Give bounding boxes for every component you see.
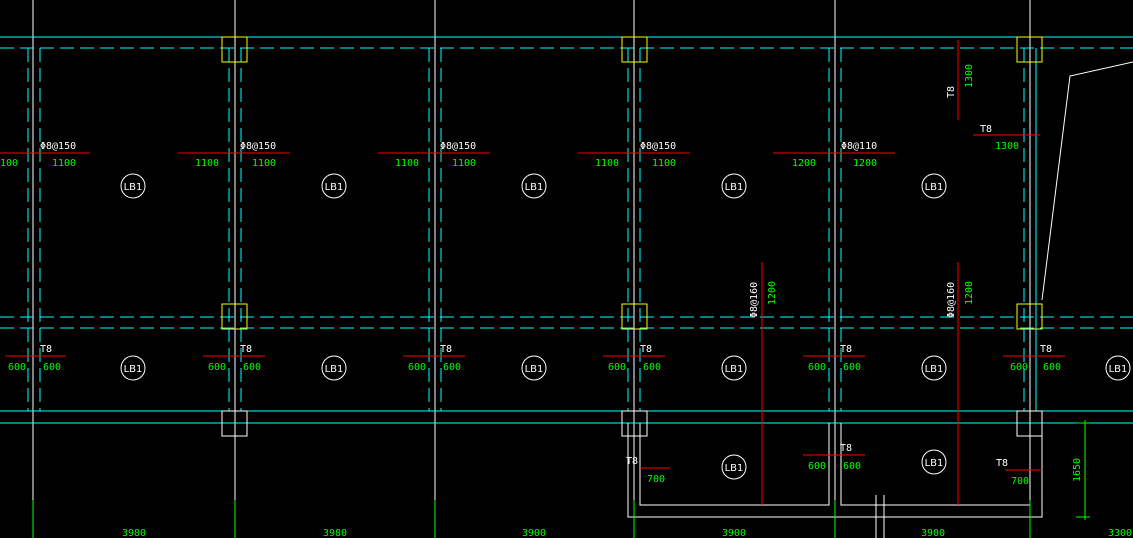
bay-dimension: 3980 (122, 528, 146, 538)
rebar-length: 600 (643, 362, 661, 373)
slab-label: LB1 (325, 182, 344, 193)
slab-label: LB1 (725, 182, 744, 193)
slab-label: LB1 (925, 364, 944, 375)
rebar-length: 1100 (652, 158, 676, 169)
rebar-length: 1100 (52, 158, 76, 169)
slab-label: LB1 (525, 364, 544, 375)
rebar-spec: T8 (840, 344, 852, 355)
rebar-length: 1100 (395, 158, 419, 169)
rebar-spec: T8 (626, 456, 638, 467)
dimension: 1650 (1072, 458, 1083, 482)
slab-label: LB1 (124, 182, 143, 193)
slab-label: LB1 (925, 182, 944, 193)
rebar-length: 600 (808, 461, 826, 472)
rebar-length: 600 (808, 362, 826, 373)
rebar-length: 1300 (964, 64, 975, 88)
rebar-spec: T8 (640, 344, 652, 355)
rebar-length: 600 (8, 362, 26, 373)
rebar-length: 700 (1011, 476, 1029, 487)
slab-label: LB1 (325, 364, 344, 375)
rebar-length: 700 (647, 474, 665, 485)
dim-ticks (32, 500, 1031, 538)
slab-label: LB1 (925, 458, 944, 469)
rebar-spec: T8 (996, 458, 1008, 469)
rebar-length: 600 (208, 362, 226, 373)
rebar-length: 600 (243, 362, 261, 373)
rebar-length: 600 (443, 362, 461, 373)
rebar-spec: Φ8@150 (440, 141, 476, 152)
rebar-length: 600 (843, 461, 861, 472)
bay-dimension: 3900 (722, 528, 746, 538)
rebar-length: 600 (1043, 362, 1061, 373)
columns (221, 36, 1043, 330)
bay-dimension: 3980 (323, 528, 347, 538)
rebar-spec: T8 (40, 344, 52, 355)
columns-lower (221, 410, 1043, 437)
rebar-lines (0, 40, 1065, 505)
rebar-spec: Φ8@160 (946, 282, 957, 318)
rebar-length: 1300 (995, 141, 1019, 152)
slab-label: LB1 (124, 364, 143, 375)
rebar-spec: T8 (1040, 344, 1052, 355)
rebar-length: 1100 (595, 158, 619, 169)
rebar-spec: T8 (440, 344, 452, 355)
slab-label: LB1 (725, 364, 744, 375)
rebar-length: 1200 (853, 158, 877, 169)
rebar-spec-labels: Φ8@150 Φ8@150 Φ8@150 Φ8@150 Φ8@110 T8 T8… (40, 86, 1052, 469)
rebar-spec: T8 (980, 124, 992, 135)
rebar-spec: Φ8@150 (640, 141, 676, 152)
rebar-length: 1100 (252, 158, 276, 169)
rebar-spec: Φ8@160 (749, 282, 760, 318)
rebar-length: 1100 (195, 158, 219, 169)
rebar-spec: Φ8@110 (841, 141, 877, 152)
rebar-length: 100 (0, 158, 18, 169)
bay-dimension: 3900 (921, 528, 945, 538)
slab-label: LB1 (725, 463, 744, 474)
slab-label: LB1 (525, 182, 544, 193)
rebar-spec: Φ8@150 (40, 141, 76, 152)
bay-dimension: 3300 (1108, 528, 1132, 538)
slab-label-circles (120, 173, 1131, 480)
dim-line-1650 (1076, 420, 1090, 520)
rebar-length: 600 (1010, 362, 1028, 373)
rebar-length: 1200 (792, 158, 816, 169)
slab-label: LB1 (1109, 364, 1128, 375)
bay-dimensions: 3980 3980 3900 3900 3900 3300 (122, 528, 1132, 538)
rebar-length: 1100 (452, 158, 476, 169)
rebar-length: 600 (843, 362, 861, 373)
rebar-spec: T8 (946, 86, 957, 98)
rebar-spec: T8 (240, 344, 252, 355)
rebar-length: 600 (43, 362, 61, 373)
rebar-length: 600 (408, 362, 426, 373)
slab-label-texts: LB1 LB1 LB1 LB1 LB1 LB1 LB1 LB1 LB1 LB1 … (124, 182, 1128, 474)
rebar-length: 1200 (964, 281, 975, 305)
rebar-length: 600 (608, 362, 626, 373)
rebar-length-labels: 100 1100 1100 1100 1100 1100 1100 1100 1… (0, 64, 1083, 487)
rebar-length: 1200 (767, 281, 778, 305)
rebar-spec: Φ8@150 (240, 141, 276, 152)
bay-dimension: 3900 (522, 528, 546, 538)
beam-lines (0, 36, 1133, 412)
rebar-spec: T8 (840, 443, 852, 454)
